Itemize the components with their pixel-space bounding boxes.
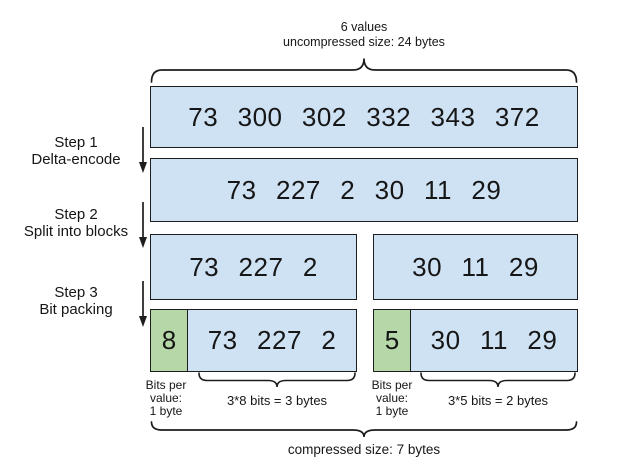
step2-arrow-down-icon: [139, 202, 147, 248]
packed-block2-values: 30 11 29: [411, 310, 577, 371]
block2-values-text: 30 11 29: [412, 251, 539, 282]
block1-box: 73 227 2: [150, 234, 357, 300]
packed-block1: 8 73 227 2: [150, 309, 357, 372]
delta-values-box: 73 227 2 30 11 29: [150, 158, 578, 222]
packed-block1-values-text: 73 227 2: [207, 325, 337, 355]
bits-math-label-2: 3*5 bits = 2 bytes: [447, 393, 549, 408]
step1-name: Delta-encode: [31, 151, 121, 168]
step3-arrow-down-icon: [139, 281, 147, 327]
compressed-size-label: compressed size: 7 bytes: [287, 442, 441, 457]
bottom-brace: [150, 421, 578, 438]
packed-block2-bitwidth: 5: [384, 325, 400, 355]
block1-values-text: 73 227 2: [189, 251, 318, 282]
packed-block1-bitwidth-cell: 8: [151, 310, 188, 371]
packed-block2: 5 30 11 29: [373, 309, 578, 372]
uncompressed-size-text: uncompressed size: 24 bytes: [283, 35, 445, 49]
block2-box: 30 11 29: [373, 234, 578, 300]
original-values-text: 73 300 302 332 343 372: [188, 101, 540, 132]
packed-block2-values-text: 30 11 29: [430, 325, 558, 355]
value-count-text: 6 values: [340, 20, 388, 34]
packed1-brace: [198, 372, 356, 388]
packed-block2-bitwidth-cell: 5: [374, 310, 411, 371]
top-brace: [150, 58, 578, 83]
uncompressed-size-label: 6 values uncompressed size: 24 bytes: [150, 20, 578, 50]
bits-per-value-label-2: Bits per value: 1 byte: [371, 378, 413, 418]
original-values-box: 73 300 302 332 343 372: [150, 86, 578, 148]
delta-values-text: 73 227 2 30 11 29: [226, 174, 502, 205]
step1-arrow-down-icon: [139, 127, 147, 173]
step2-name: Split into blocks: [23, 223, 129, 240]
step3-label: Step 3 Bit packing: [8, 284, 144, 318]
step2-title: Step 2: [54, 206, 98, 223]
packed2-brace: [420, 372, 576, 388]
step3-title: Step 3: [54, 284, 98, 301]
step3-name: Bit packing: [39, 301, 113, 318]
packed-block1-values: 73 227 2: [188, 310, 356, 371]
step1-label: Step 1 Delta-encode: [8, 134, 144, 168]
bits-math-label-1: 3*8 bits = 3 bytes: [226, 393, 328, 408]
step1-title: Step 1: [54, 134, 98, 151]
packed-block1-bitwidth: 8: [161, 325, 177, 355]
bits-per-value-label-1: Bits per value: 1 byte: [145, 378, 187, 418]
step2-label: Step 2 Split into blocks: [8, 206, 144, 240]
